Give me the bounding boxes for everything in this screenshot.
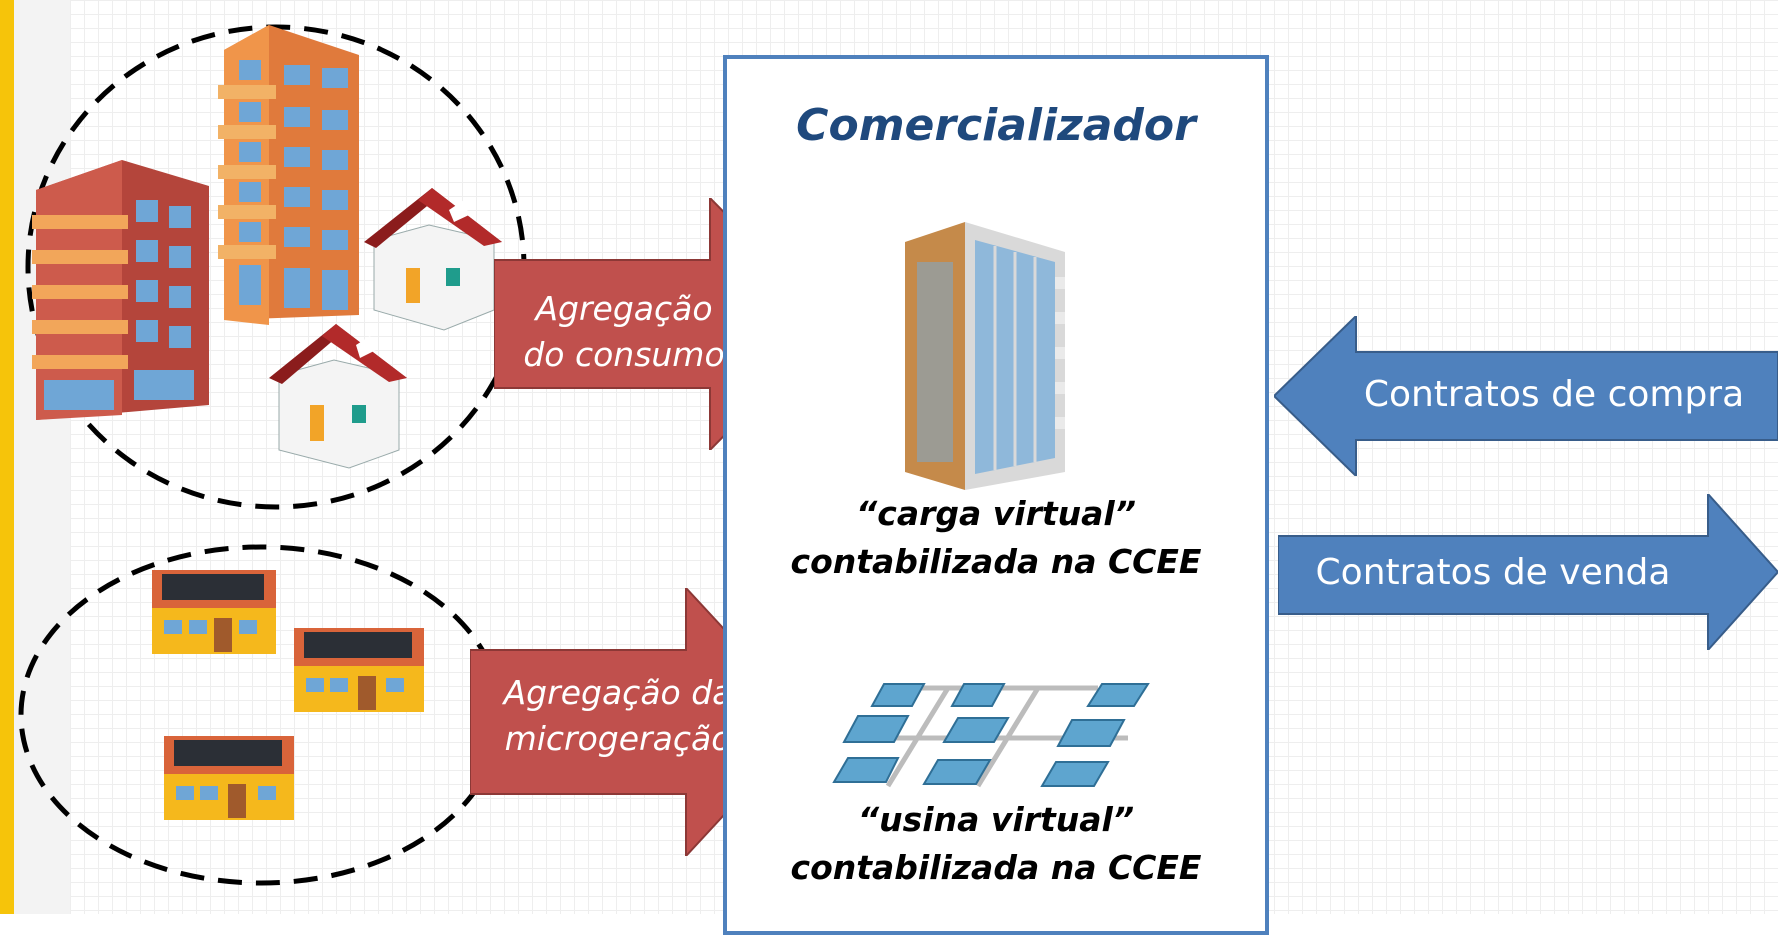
solar-house-icon	[164, 736, 294, 820]
apartment-building-icon	[218, 25, 359, 325]
consumption-label-line1: Agregação	[535, 289, 713, 328]
virtual-plant-caption-line2: contabilizada na CCEE	[790, 848, 1202, 887]
office-tower-icon	[905, 222, 1065, 490]
house-icon	[269, 324, 407, 469]
accent-bar	[0, 0, 14, 914]
solar-house-icon	[294, 628, 424, 712]
consumption-label-line2: do consumo	[523, 335, 725, 374]
purchase-contracts-arrow[interactable]	[1274, 316, 1778, 476]
microgeneration-label-line1: Agregação da	[503, 673, 733, 712]
virtual-load-caption-line2: contabilizada na CCEE	[790, 542, 1202, 581]
microgeneration-aggregation-label: Agregação da microgeração	[478, 670, 758, 762]
purchase-contracts-label: Contratos de compra	[1363, 374, 1745, 415]
microgeneration-label-line2: microgeração	[504, 719, 732, 758]
solar-panel-array-icon	[832, 683, 1150, 788]
consumer-group	[25, 24, 527, 510]
house-icon	[364, 188, 502, 331]
panel-title: Comercializador	[796, 100, 1196, 151]
comercializador-panel	[723, 55, 1269, 935]
consumption-aggregation-label: Agregação do consumo	[500, 286, 748, 378]
virtual-plant-caption-line1: “usina virtual”	[857, 800, 1135, 839]
sale-contracts-arrow[interactable]	[1278, 494, 1778, 650]
virtual-load-caption: “carga virtual” contabilizada na CCEE	[723, 490, 1269, 586]
solar-house-icon	[152, 570, 276, 654]
prosumer-group	[18, 544, 504, 886]
virtual-plant-caption: “usina virtual” contabilizada na CCEE	[723, 796, 1269, 892]
sale-contracts-label: Contratos de venda	[1315, 552, 1671, 593]
apartment-building-icon	[32, 160, 209, 420]
virtual-load-caption-line1: “carga virtual”	[856, 494, 1136, 533]
